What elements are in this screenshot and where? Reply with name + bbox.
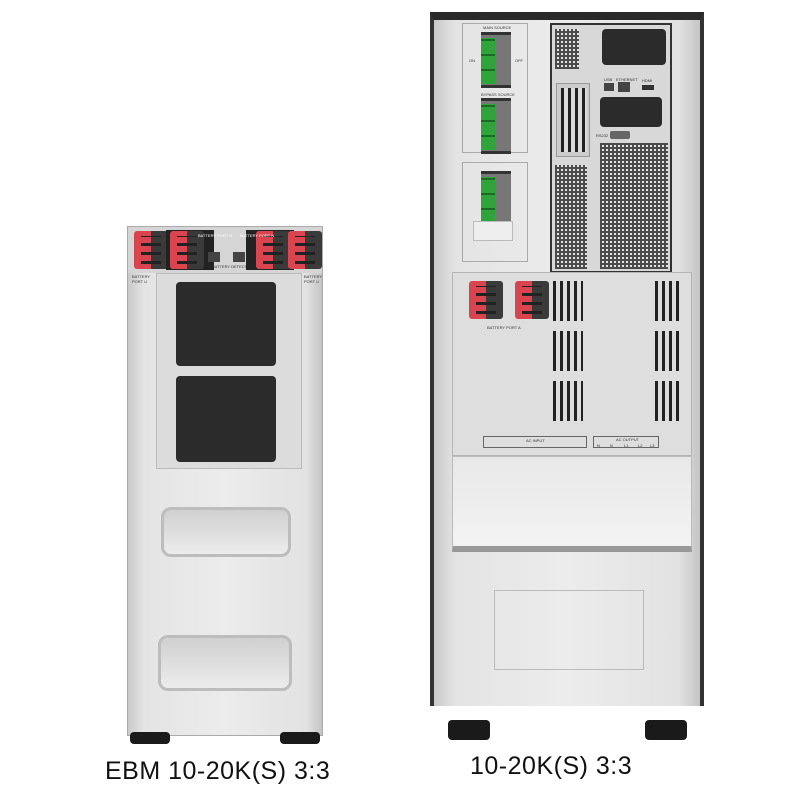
- usb-port[interactable]: [604, 83, 614, 91]
- lower-access-panel: [494, 590, 644, 670]
- breaker-panel-upper: MAIN SOURCE ON OFF BYPASS SOURCE: [462, 23, 528, 154]
- handle-slots: [561, 88, 587, 152]
- vent-right-1: [655, 281, 679, 321]
- battery-port-positive[interactable]: [469, 281, 503, 319]
- ac-output-terminal: N: [597, 443, 600, 448]
- ebm-breaker-box-top: [176, 282, 276, 366]
- ac-input-label-box: AC INPUT: [483, 436, 587, 448]
- battery-port-negative[interactable]: [515, 281, 549, 319]
- breaker-panel-lower: [462, 162, 528, 262]
- vent-right-3: [655, 381, 679, 421]
- port-block-right: [246, 230, 294, 270]
- port-u-label-left: BATTERY PORT U: [132, 274, 151, 284]
- rs232-label: RS232: [596, 133, 609, 138]
- battery-port-a-label: BATTERY PORT A: [487, 325, 521, 330]
- port-n-label-left: BATTERY PORT N: [198, 233, 233, 238]
- ebm-port-strip: BATTERY DETECT BATTERY PORT N BATTERY PO…: [128, 227, 322, 273]
- ebm-wheel-right: [280, 732, 320, 744]
- port-n-label-right: BATTERY PORT N: [240, 233, 275, 238]
- ups-wheel-right: [645, 720, 687, 740]
- terminal-cover[interactable]: [452, 456, 692, 552]
- card-slot: [600, 97, 662, 127]
- ac-output-terminal: L3: [650, 443, 655, 448]
- main-source-breaker[interactable]: [481, 32, 511, 88]
- main-source-label: MAIN SOURCE: [483, 25, 512, 30]
- ac-input-label: AC INPUT: [526, 438, 545, 443]
- battery-port-u-left[interactable]: [134, 231, 168, 269]
- off-label: OFF: [515, 58, 523, 63]
- vent-top-left: [555, 29, 579, 69]
- ups-wheel-left: [448, 720, 490, 740]
- rs232-port[interactable]: [610, 131, 630, 139]
- ebm-cover-plate: [156, 273, 302, 469]
- handle-vent[interactable]: [556, 83, 590, 157]
- vent-bottom-left: [555, 165, 587, 269]
- battery-detect-label: BATTERY DETECT: [212, 264, 248, 269]
- ac-output-label-box: AC OUTPUT N N L1 L2 L3: [593, 436, 659, 448]
- breaker-cover[interactable]: [473, 221, 513, 241]
- battery-port-u-right[interactable]: [288, 231, 322, 269]
- battery-port-n-right[interactable]: [256, 231, 290, 269]
- vent-left-1: [553, 281, 583, 321]
- port-u-label-right: BATTERY PORT U: [304, 274, 323, 284]
- ethernet-label: ETHERNET: [616, 77, 638, 82]
- ebm-breaker-box-bottom: [176, 376, 276, 462]
- vent-main: [600, 143, 668, 269]
- terminal-plate: BATTERY PORT A AC INPUT AC OUTPUT N N L1…: [452, 272, 692, 456]
- ebm-caption: EBM 10-20K(S) 3:3: [105, 757, 331, 785]
- port-block-left: [166, 230, 214, 270]
- vent-right-2: [655, 331, 679, 371]
- ebm-handle-top[interactable]: [161, 507, 291, 557]
- battery-port-n-left[interactable]: [170, 231, 204, 269]
- ebm-cabinet: BATTERY DETECT BATTERY PORT N BATTERY PO…: [127, 226, 323, 736]
- hdmi-port[interactable]: [642, 85, 654, 90]
- vent-left-3: [553, 381, 583, 421]
- bypass-source-breaker[interactable]: [481, 98, 511, 154]
- ac-output-terminal: L2: [638, 443, 643, 448]
- display-slot: [602, 29, 666, 65]
- usb-label: USB: [604, 77, 613, 82]
- vent-left-2: [553, 331, 583, 371]
- hdmi-label: HDMI: [642, 78, 653, 83]
- ethernet-port[interactable]: [618, 82, 630, 92]
- ebm-handle-bottom[interactable]: [158, 635, 292, 691]
- maintenance-bypass-breaker[interactable]: [481, 171, 511, 227]
- ups-caption: 10-20K(S) 3:3: [470, 752, 633, 780]
- ac-output-terminal: L1: [624, 443, 629, 448]
- power-module: USB ETHERNET HDMI RS232: [550, 23, 672, 273]
- ups-cabinet: MAIN SOURCE ON OFF BYPASS SOURCE USB ETH…: [430, 12, 704, 706]
- on-label: ON: [469, 58, 475, 63]
- ebm-wheel-left: [130, 732, 170, 744]
- rj45-port-2[interactable]: [233, 252, 245, 262]
- bypass-source-label: BYPASS SOURCE: [481, 92, 515, 97]
- ac-output-label: AC OUTPUT: [616, 437, 640, 442]
- rj45-port-1[interactable]: [208, 252, 220, 262]
- ac-output-terminal: N: [610, 443, 613, 448]
